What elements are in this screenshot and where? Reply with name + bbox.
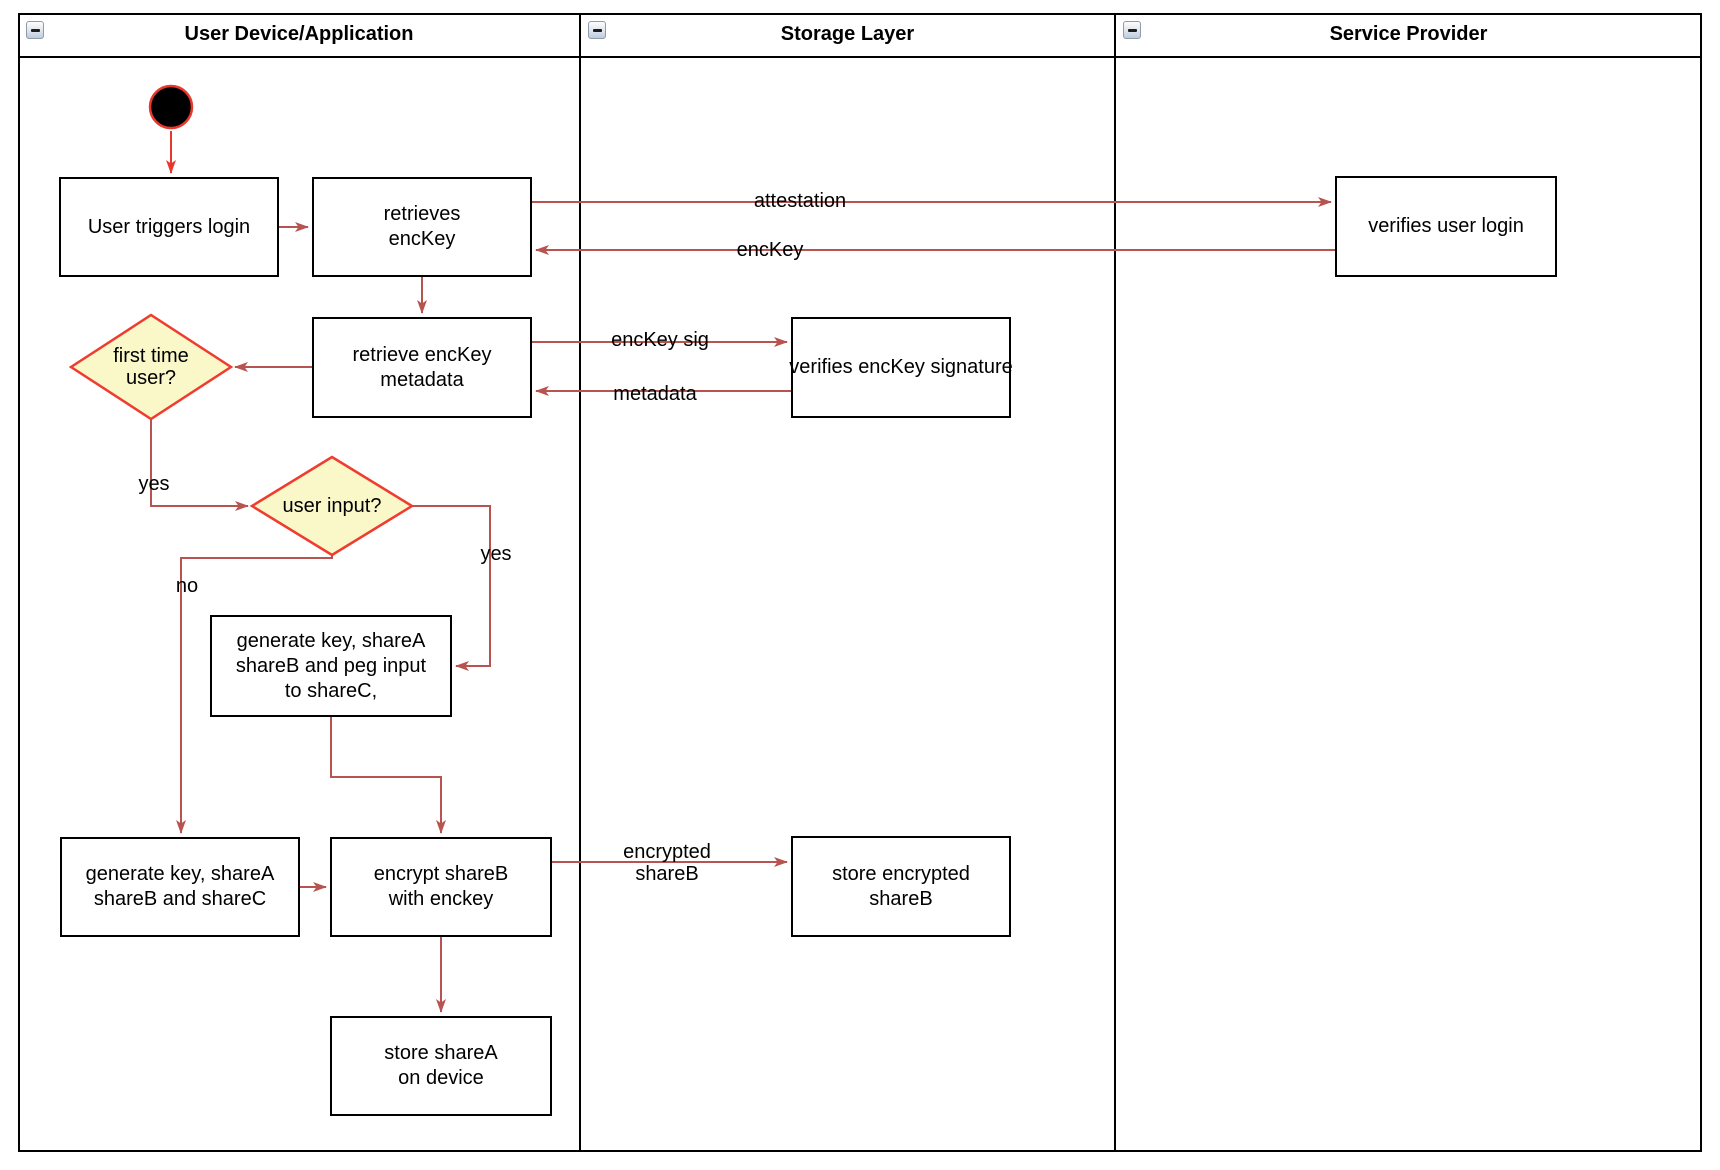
- edge-peg-to-encrypt[interactable]: [330, 717, 446, 834]
- minus-icon: [30, 28, 40, 32]
- edge-label-enckey-sig: encKey sig: [611, 329, 709, 351]
- pool-left-border: [18, 13, 20, 1152]
- edge-first-time-yes[interactable]: [150, 419, 249, 511]
- edge-label-enckey: encKey: [736, 239, 804, 261]
- edge-label-metadata: metadata: [613, 383, 697, 405]
- minus-icon: [1127, 28, 1137, 32]
- node-encrypt-shareb[interactable]: encrypt shareB with enckey: [330, 837, 552, 937]
- start-node[interactable]: [148, 84, 194, 130]
- edge-label-yes-first-time: yes: [138, 473, 170, 495]
- lane-separator: [579, 13, 581, 1152]
- decision-user-input[interactable]: [249, 455, 415, 557]
- header-bottom-border: [18, 56, 1702, 58]
- edge-user-input-no[interactable]: [176, 555, 333, 834]
- minus-icon: [592, 28, 602, 32]
- lane-header-service-provider[interactable]: Service Provider: [1329, 23, 1488, 45]
- lane-header-storage-layer[interactable]: Storage Layer: [780, 23, 915, 45]
- collapse-lane-button[interactable]: [588, 21, 606, 39]
- collapse-lane-button[interactable]: [26, 21, 44, 39]
- edge-label-yes-user-input: yes: [480, 543, 512, 565]
- node-generate-key-peg-input[interactable]: generate key, shareA shareB and peg inpu…: [210, 615, 452, 717]
- pool-right-border: [1700, 13, 1702, 1152]
- edge-user-input-yes[interactable]: [412, 505, 491, 671]
- collapse-lane-button[interactable]: [1123, 21, 1141, 39]
- node-store-encrypted-shareb[interactable]: store encrypted shareB: [791, 836, 1011, 937]
- lane-separator: [1114, 13, 1116, 1152]
- node-verifies-enckey-signature[interactable]: verifies encKey signature: [789, 317, 1013, 418]
- node-generate-key-sharec[interactable]: generate key, shareA shareB and shareC: [60, 837, 300, 937]
- edge-label-attestation: attestation: [753, 190, 847, 212]
- node-user-triggers-login[interactable]: User triggers login: [59, 177, 279, 277]
- node-verifies-user-login[interactable]: verifies user login: [1335, 176, 1557, 277]
- decision-first-time-user[interactable]: [68, 313, 234, 421]
- decision-label-first-time-user: first time user?: [113, 345, 189, 389]
- edge-label-no-user-input: no: [175, 575, 199, 597]
- node-store-sharea[interactable]: store shareA on device: [330, 1016, 552, 1116]
- pool-top-border: [18, 13, 1702, 15]
- decision-label-user-input: user input?: [282, 495, 382, 517]
- edge-label-encrypted-shareb: encrypted shareB: [623, 841, 711, 885]
- pool-bottom-border: [18, 1150, 1702, 1152]
- node-retrieves-enckey[interactable]: retrieves encKey: [312, 177, 532, 277]
- lane-header-user-device[interactable]: User Device/Application: [184, 23, 414, 45]
- node-retrieve-enckey-metadata[interactable]: retrieve encKey metadata: [312, 317, 532, 418]
